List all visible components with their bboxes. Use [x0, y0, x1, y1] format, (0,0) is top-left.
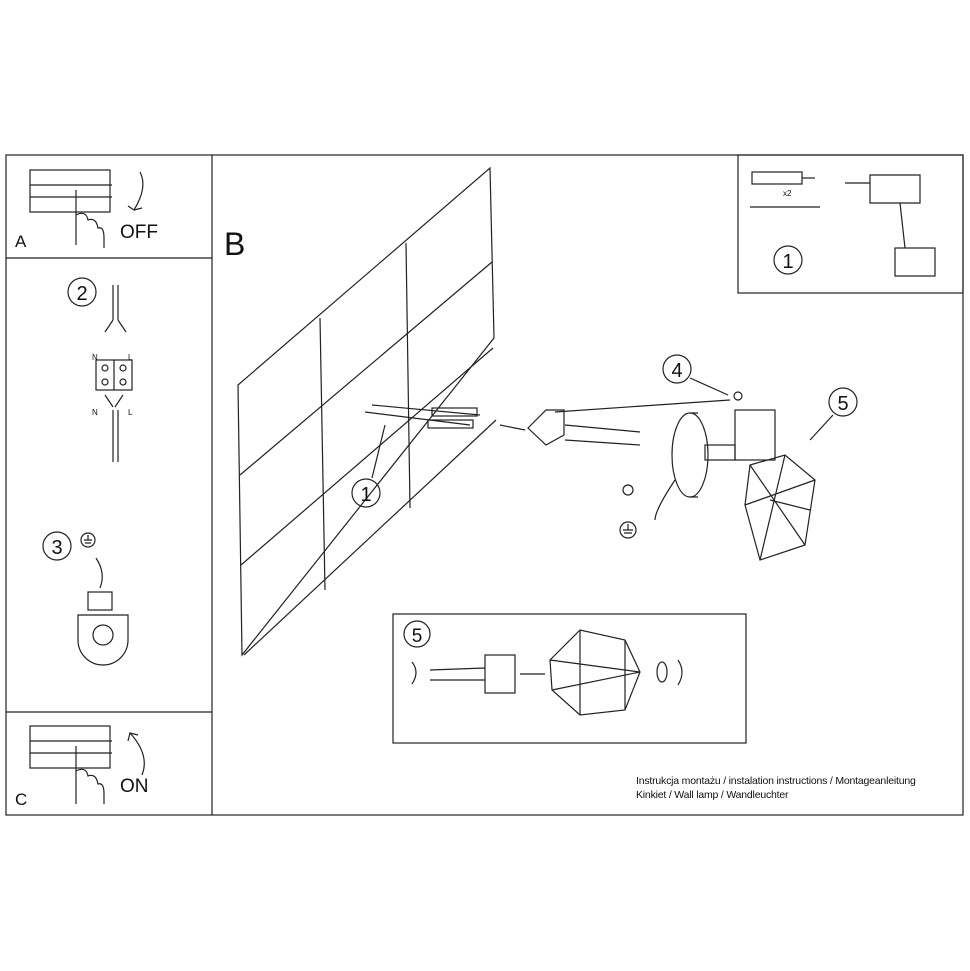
caption-product: Kinkiet / Wall lamp / Wandleuchter — [636, 789, 789, 801]
step-3-circle — [42, 531, 72, 561]
wire-n-bottom: N — [92, 408, 98, 417]
inset-5-number: 5 — [412, 626, 423, 647]
wall-lamp-illustration — [527, 391, 816, 561]
step-b-label: B — [224, 226, 245, 262]
on-label: ON — [120, 776, 149, 797]
callout-5: 5 — [837, 393, 848, 415]
step-3-number: 3 — [51, 537, 62, 559]
step-a-label: A — [15, 232, 27, 251]
wall-illustration — [237, 166, 497, 657]
tools-box — [737, 154, 964, 294]
callout-1: 1 — [360, 484, 371, 506]
step-c-label: C — [15, 790, 27, 809]
callout-5-circle — [828, 387, 858, 417]
tools-step-1: 1 — [782, 251, 793, 273]
shade-assembly-illustration — [411, 629, 683, 716]
breaker-on-icon — [29, 725, 145, 804]
callout-1-circle — [351, 478, 381, 508]
caption-instructions: Instrukcja montażu / instalation instruc… — [636, 775, 916, 787]
wire-l-bottom: L — [128, 408, 133, 417]
step-2-circle — [67, 277, 97, 307]
ground-terminal-icon — [77, 532, 129, 666]
wire-n-top: N — [92, 353, 98, 362]
wire-l-top: L — [128, 353, 133, 362]
terminal-block-icon — [95, 285, 133, 462]
breaker-off-icon — [29, 169, 144, 248]
outer-frame — [5, 154, 964, 816]
inset-shade-assembly-box — [392, 613, 747, 744]
screws-and-dowels — [364, 404, 526, 431]
tools-step-1-circle — [773, 245, 803, 275]
dowels-and-screws-icon — [750, 171, 820, 208]
step-2-number: 2 — [76, 283, 87, 305]
drill-icon — [845, 174, 936, 277]
kit-count: x2 — [783, 189, 792, 198]
callout-4-circle — [662, 354, 692, 384]
inset-5-circle — [403, 620, 431, 648]
callout-4: 4 — [671, 360, 682, 382]
off-label: OFF — [120, 222, 158, 243]
